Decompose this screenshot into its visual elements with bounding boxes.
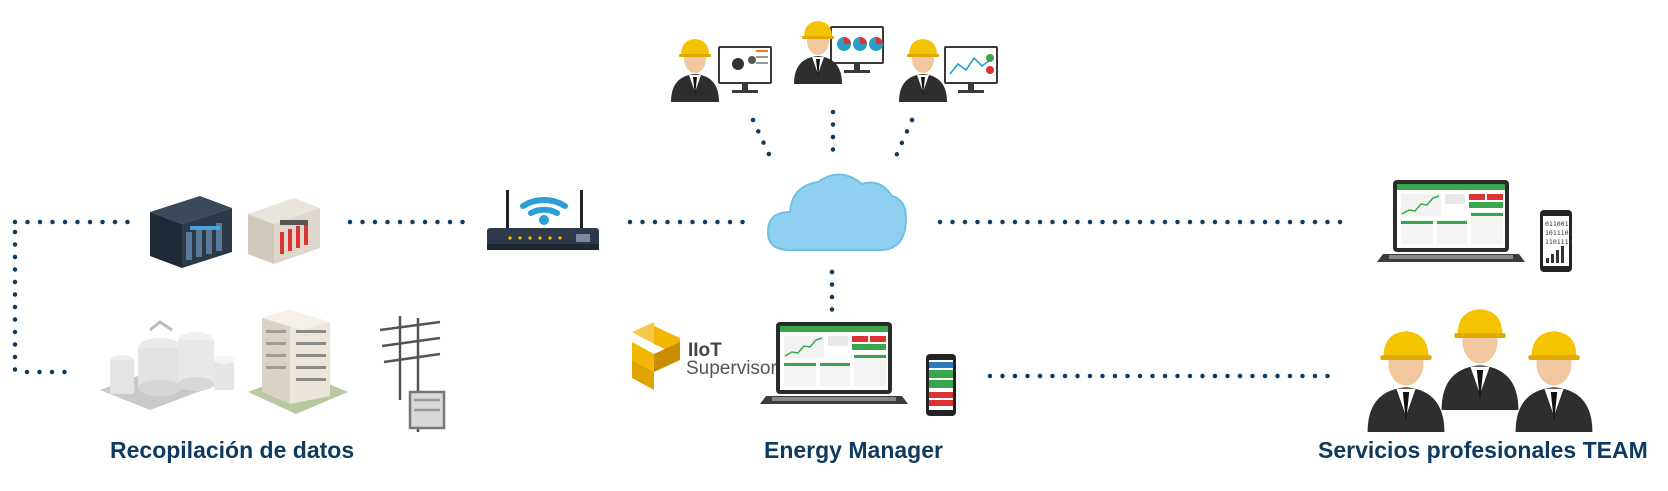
power-pole-icon [379,316,446,432]
smartphone-icon [926,354,956,416]
logo-supervisor-text: Supervisor [686,358,777,379]
controller-box-icon [248,198,320,264]
binary-line-3: 1101110 [1545,238,1572,246]
binary-line-2: 1011101 [1545,229,1572,237]
smartphone-icon: 0110011 1011101 1101110 [1540,210,1572,272]
logo-iiot-text: IIoT [688,340,722,361]
engineer-icon [899,39,998,102]
engineer-icon [794,21,884,84]
engineer-icon [671,39,772,102]
remote-users [671,21,998,102]
building-icon [248,310,348,414]
caption-professional-services: Servicios profesionales TEAM [1318,437,1648,463]
laptop-dashboard-icon [1376,179,1526,263]
connection-lines [12,109,1355,379]
engineer-icon [1441,309,1519,410]
engineer-icon [1367,331,1445,432]
laptop-dashboard-icon [759,321,909,405]
caption-energy-manager: Energy Manager [764,437,943,463]
wifi-router-icon [487,190,599,250]
cloud-icon [766,173,908,251]
link-user1-cloud [750,117,776,166]
team-engineers [1367,309,1593,432]
engineer-icon [1515,331,1593,432]
link-user3-cloud [890,117,915,166]
storage-rack-icon [150,196,232,268]
binary-line-1: 0110011 [1545,220,1572,228]
factory-icon [100,320,234,410]
caption-data-collection: Recopilación de datos [110,437,355,463]
iiot-supervisor-logo-icon [632,322,680,390]
